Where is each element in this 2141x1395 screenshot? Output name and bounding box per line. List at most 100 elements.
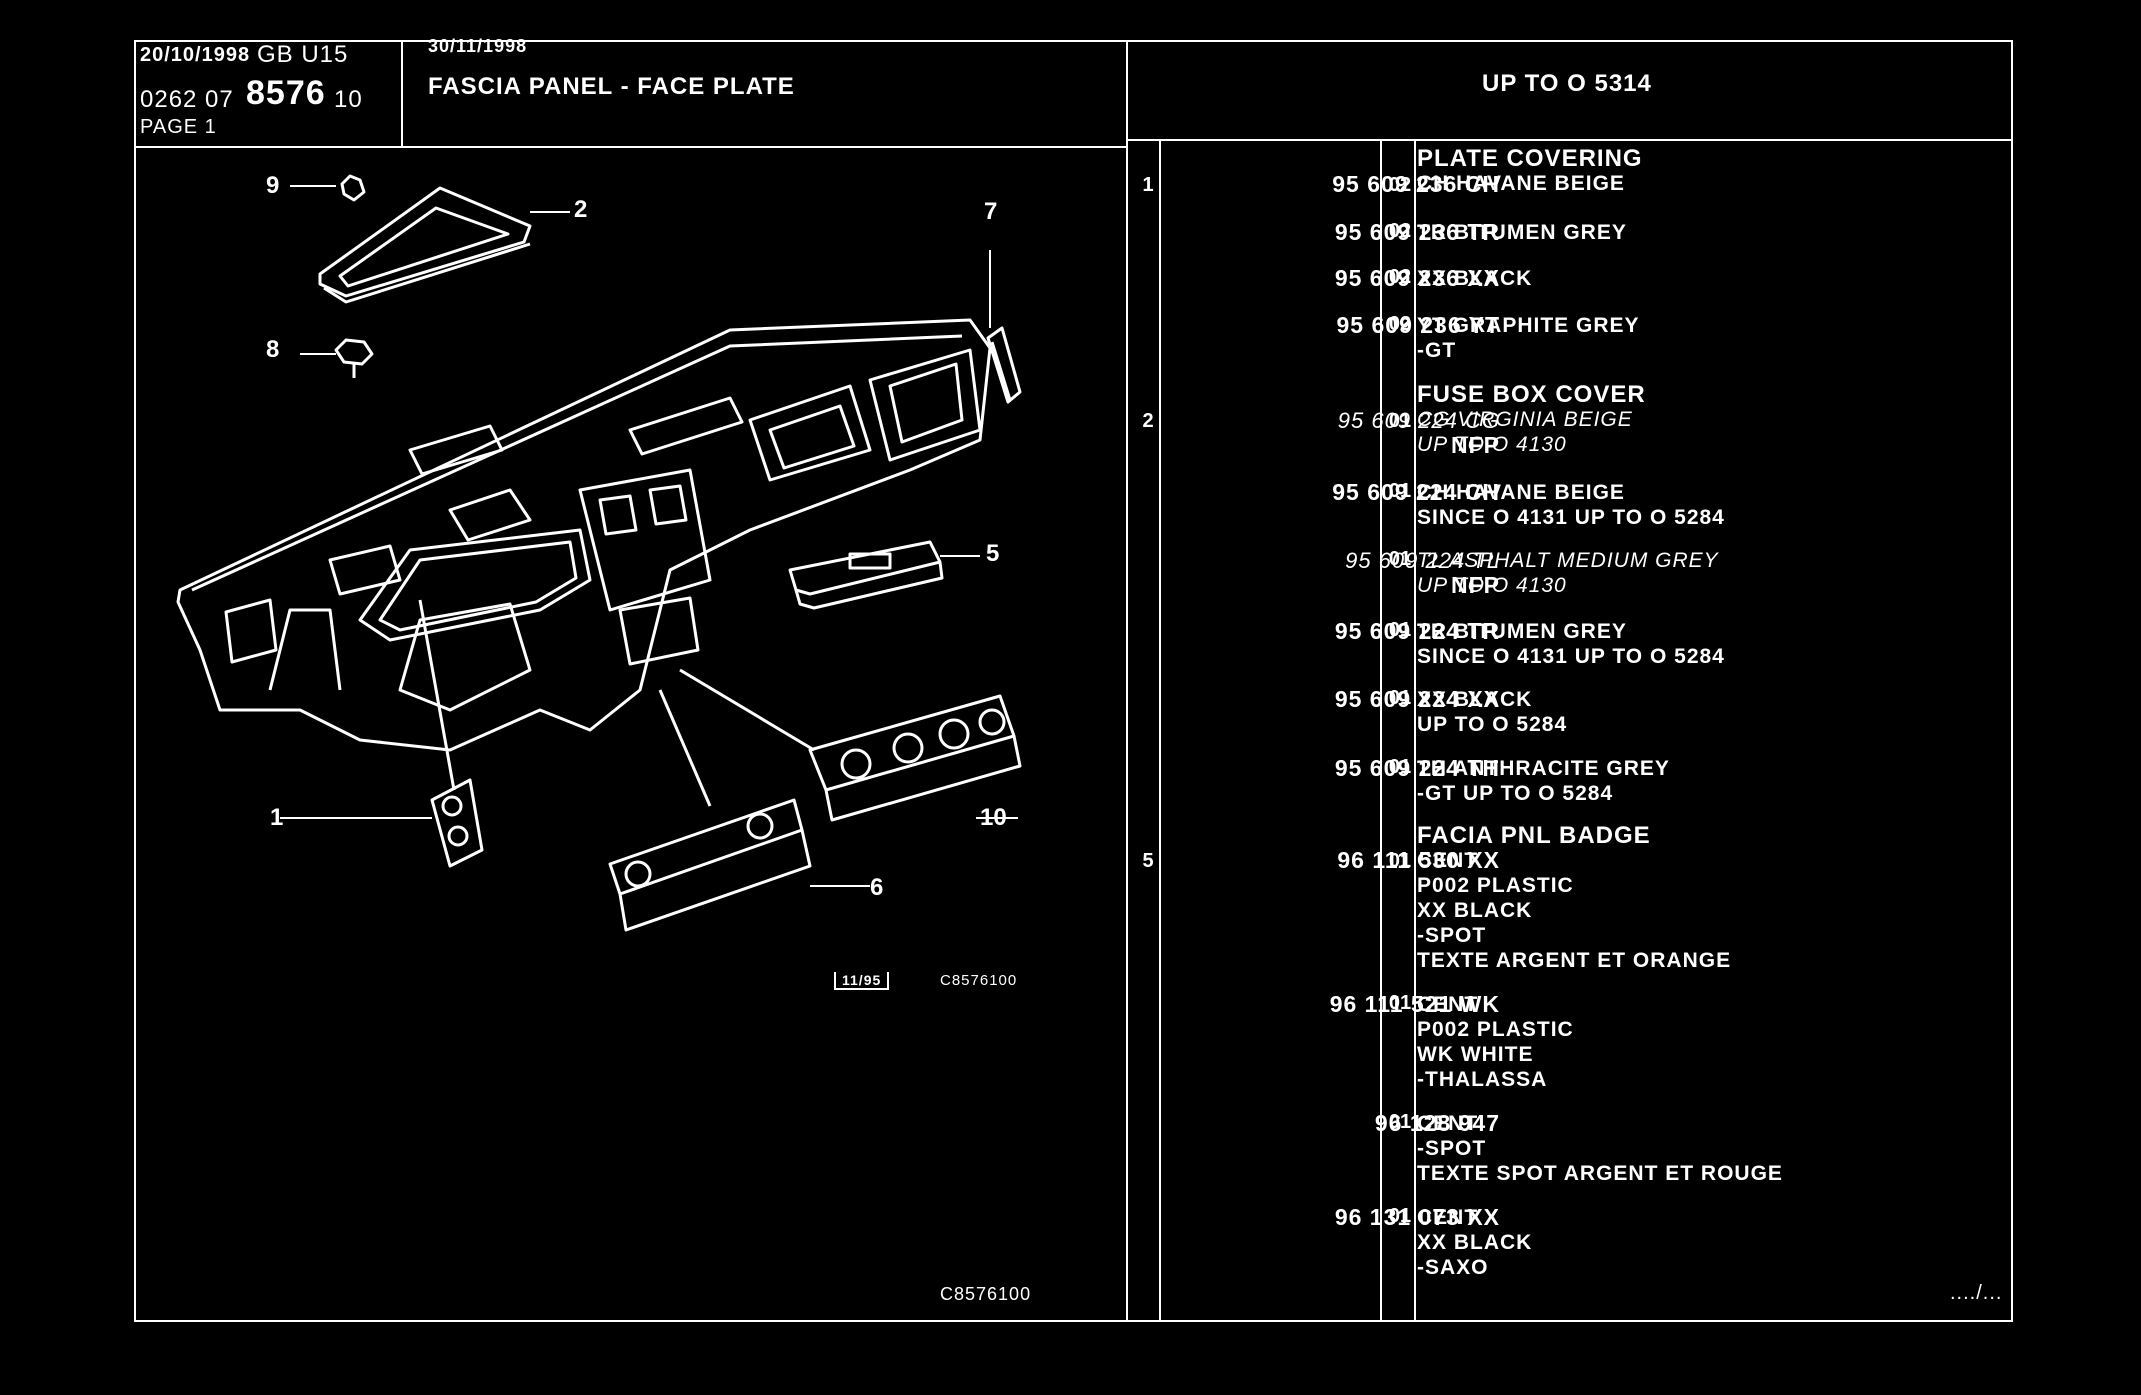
part-number: 95 609 224 TH (1334, 755, 1500, 781)
header-date1: 20/10/1998 (140, 44, 251, 66)
header-country-code: GB U15 (257, 41, 349, 68)
part-desc: CH HAVANE BEIGE SINCE O 4131 UP TO O 528… (1417, 480, 1725, 530)
part-desc: CENT P002 PLASTIC WK WHITE -THALASSA (1417, 992, 1574, 1092)
switch-block-part (788, 540, 944, 610)
part-desc-line: TR BITUMEN GREY (1417, 620, 1627, 643)
part-desc-line: -GT (1417, 339, 1457, 362)
callout-2: 2 (574, 196, 588, 223)
callout-10: 10 (980, 804, 1007, 831)
part-desc: CENT XX BLACK -SAXO (1417, 1205, 1532, 1280)
switch-panel-part (418, 599, 484, 868)
part-number-sub: NFP (1451, 432, 1500, 458)
callout-5: 5 (986, 540, 1000, 567)
dashboard-outline (176, 318, 992, 752)
part-qty: 02 (1388, 313, 1412, 335)
col-qty-right-divider (1414, 139, 1416, 1322)
callout-9: 6 (870, 874, 884, 901)
part-number: 95 609 224 XX (1334, 686, 1500, 712)
part-number: 95 609 236 TR (1334, 219, 1500, 245)
part-qty: 01 (1388, 548, 1412, 570)
header-divider-left (134, 146, 1126, 148)
part-desc-heading: FACIA PNL BADGE (1417, 822, 1651, 849)
part-number: 95 609 224 TR (1334, 618, 1500, 644)
part-number-sub: NFP (1451, 572, 1500, 598)
part-qty: 01 (1388, 410, 1412, 432)
console-tray-part (608, 689, 812, 932)
part-desc-line: TR BITUMEN GREY (1417, 221, 1627, 244)
part-desc-line: XX BLACK (1417, 267, 1533, 290)
part-desc-heading: FUSE BOX COVER (1417, 381, 1646, 408)
part-desc-heading: PLATE COVERING (1417, 145, 1643, 172)
part-number: 95 609 236 YT (1336, 312, 1500, 338)
part-qty: 01 (1388, 756, 1412, 778)
part-qty: 02 (1388, 266, 1412, 288)
part-desc-line: WK WHITE (1417, 1043, 1534, 1066)
part-desc-line: -GT UP TO O 5284 (1417, 782, 1614, 805)
part-desc-line: CH HAVANE BEIGE (1417, 481, 1625, 504)
callout-8: 8 (266, 336, 280, 363)
part-desc: YT GRAPHITE GREY -GT (1417, 313, 1640, 363)
part-number: 96 131 073 XX (1334, 1204, 1500, 1230)
diagram-stamp-code: C8576100 (940, 972, 1018, 989)
part-desc-line: SINCE O 4131 UP TO O 5284 (1417, 506, 1725, 529)
part-qty: 01 (1388, 992, 1412, 1014)
part-desc-line: YT GRAPHITE GREY (1417, 314, 1640, 337)
part-desc-line: CENT (1417, 1112, 1479, 1135)
header-validity: UP TO O 5314 (1482, 70, 1652, 97)
part-desc-line: XX BLACK (1417, 688, 1533, 711)
part-desc: TR BITUMEN GREY SINCE O 4131 UP TO O 528… (1417, 619, 1725, 669)
part-number: 95 609 236 XX (1334, 265, 1500, 291)
part-desc-line: CENT (1417, 1206, 1479, 1229)
control-panel-part (679, 668, 1022, 822)
part-desc-line: -SPOT (1417, 1137, 1487, 1160)
header-title: FASCIA PANEL - FACE PLATE (428, 73, 795, 100)
continuation-marker: ..../... (1950, 1282, 2003, 1304)
part-desc-line: SINCE O 4131 UP TO O 5284 (1417, 645, 1725, 668)
header-divider-right (1126, 139, 2013, 141)
part-desc-line: CENT (1417, 849, 1479, 872)
part-desc: PLATE COVERING CH HAVANE BEIGE (1417, 146, 1643, 196)
part-number: 95 609 236 CH (1332, 171, 1500, 197)
part-desc: TH ANTHRACITE GREY -GT UP TO O 5284 (1417, 756, 1670, 806)
part-desc-line: UP TO O 5284 (1417, 713, 1568, 736)
part-desc-line: TH ANTHRACITE GREY (1417, 757, 1670, 780)
part-desc: TL ASPHALT MEDIUM GREY UP TO O 4130 (1417, 548, 1719, 598)
document-frame (134, 40, 2013, 1322)
header-page-label: PAGE 1 (140, 116, 217, 138)
side-trim-part (986, 326, 1022, 404)
part-ref: 2 (1142, 410, 1154, 432)
part-desc-line: -SAXO (1417, 1256, 1489, 1279)
part-desc: XX BLACK UP TO O 5284 (1417, 687, 1567, 737)
part-ref: 1 (1142, 174, 1154, 196)
header-ref-number: 8576 (246, 74, 326, 112)
col-qty-left-divider (1380, 139, 1382, 1322)
part-desc-line: TL ASPHALT MEDIUM GREY (1417, 549, 1719, 572)
header-cell-divider (401, 40, 403, 146)
part-desc-line: P002 PLASTIC (1417, 1018, 1574, 1041)
diagram-footer-code: C8576100 (940, 1284, 1032, 1304)
callout-7: 9 (266, 172, 280, 199)
part-desc-line: TEXTE SPOT ARGENT ET ROUGE (1417, 1162, 1783, 1185)
part-desc: TR BITUMEN GREY (1417, 220, 1627, 245)
part-desc: XX BLACK (1417, 266, 1532, 291)
part-qty: 01 (1388, 850, 1412, 872)
part-desc-line: UP TO O 4130 (1417, 433, 1567, 456)
part-number: 96 111 530 XX (1337, 847, 1500, 873)
part-desc-line: XX BLACK (1417, 1231, 1533, 1254)
col-ref-divider (1159, 139, 1161, 1322)
header-date2: 30/11/1998 (428, 36, 528, 56)
part-desc-line: XX BLACK (1417, 899, 1533, 922)
diagram-stamp-date: 11/95 (834, 972, 890, 990)
callout-1: 1 (270, 804, 284, 831)
header-ref-prefix: 0262 07 (140, 86, 234, 113)
nut-part (334, 338, 374, 378)
divider-diagram-parts (1126, 40, 1128, 1322)
part-number: 96 128 947 (1374, 1110, 1500, 1136)
part-desc-line: CENT (1417, 993, 1479, 1016)
leader-lines (280, 185, 1018, 887)
part-desc: CENT -SPOT TEXTE SPOT ARGENT ET ROUGE (1417, 1111, 1783, 1186)
callout-6: 7 (984, 198, 998, 225)
part-qty: 02 (1388, 220, 1412, 242)
part-desc-line: -THALASSA (1417, 1068, 1548, 1091)
clip-part (340, 174, 366, 202)
